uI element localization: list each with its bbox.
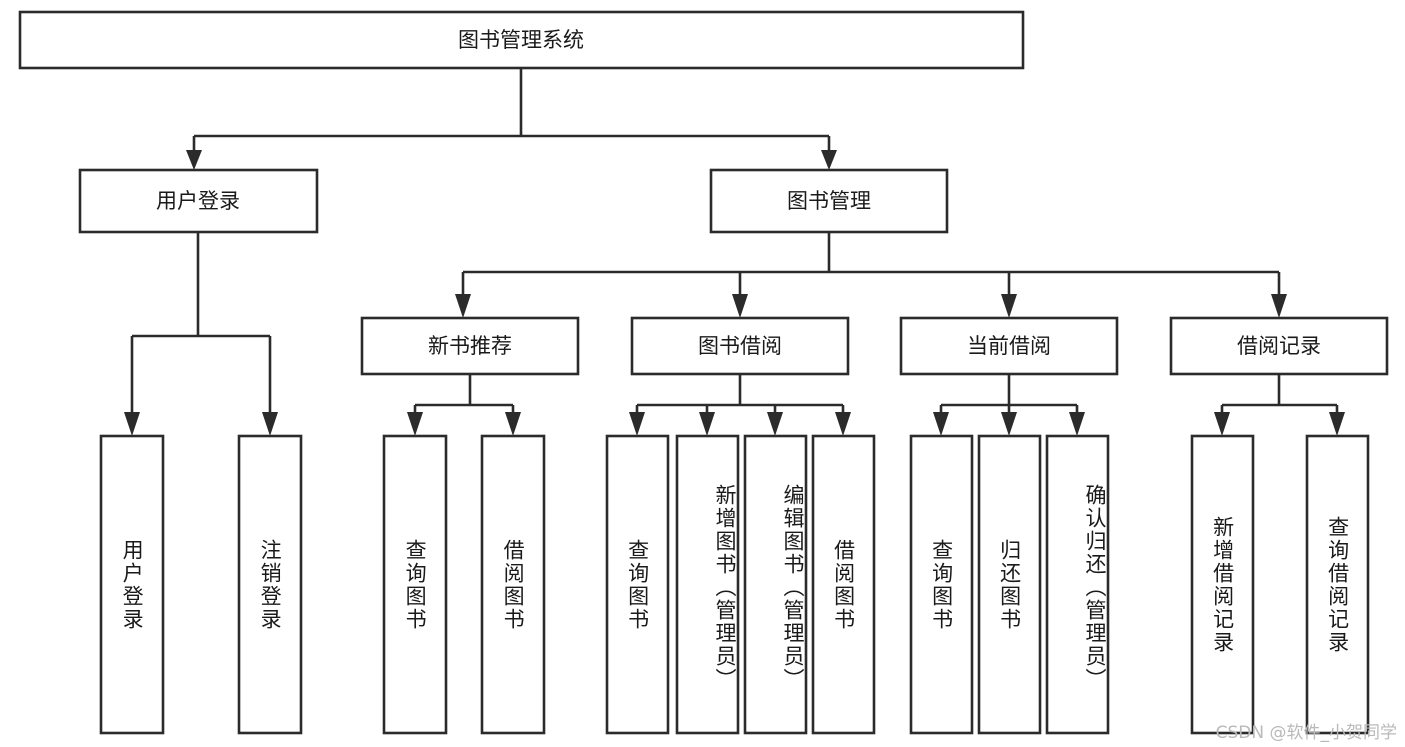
- node-current-label: 当前借阅: [967, 334, 1051, 358]
- node-leaf-borrow-book-2-box[interactable]: [811, 434, 876, 735]
- node-leaf-query-book-1-label: 查询图书: [403, 538, 428, 631]
- arrowhead-current-to-leaf3: [1069, 412, 1085, 436]
- node-leaf-edit-book-box[interactable]: [743, 434, 808, 735]
- node-leaf-query-book-2-box[interactable]: [605, 434, 670, 735]
- arrowhead-bookmgmt-to-record: [1271, 294, 1287, 318]
- arrowhead-newbook-to-leaf2: [505, 412, 521, 436]
- arrowhead-borrow-to-leaf1: [629, 412, 645, 436]
- csdn-watermark: CSDN @软件_小贺同学: [1215, 723, 1397, 743]
- arrowhead-current-to-leaf1: [933, 412, 949, 436]
- arrowhead-borrow-to-leaf3: [767, 412, 783, 436]
- node-leaf-return-book-label: 归还图书: [997, 538, 1022, 631]
- arrowhead-record-to-leaf2: [1329, 412, 1345, 436]
- arrowhead-bookmgmt-to-newbook: [455, 294, 471, 318]
- node-leaf-return-book-box[interactable]: [977, 434, 1042, 735]
- node-leaf-query-record-box[interactable]: [1305, 434, 1370, 735]
- node-leaf-query-book-3-label: 查询图书: [929, 538, 954, 631]
- arrowhead-current-to-leaf2: [1001, 412, 1017, 436]
- node-borrow-box[interactable]: [630, 316, 850, 376]
- node-bookmgmt-label: 图书管理: [787, 189, 871, 213]
- node-leaf-user-logout-label: 注销登录: [258, 538, 283, 631]
- arrowhead-root-to-login: [186, 150, 202, 170]
- node-newbook-label: 新书推荐: [428, 334, 512, 358]
- node-leaf-edit-book-label: 编辑图书（管理员）: [781, 484, 805, 691]
- node-leaf-add-record-label: 新增借阅记录: [1210, 515, 1235, 654]
- node-leaf-borrow-book-2-label: 借阅图书: [831, 538, 856, 631]
- arrowhead-bookmgmt-to-borrow: [732, 294, 748, 318]
- node-login-label: 用户登录: [156, 189, 240, 213]
- node-leaf-add-book-box[interactable]: [675, 434, 740, 735]
- node-leaf-user-logout-box[interactable]: [237, 434, 303, 735]
- node-record-label: 借阅记录: [1237, 334, 1321, 358]
- node-leaf-confirm-return-label: 确认归还（管理员）: [1083, 484, 1107, 691]
- node-leaf-query-book-2-label: 查询图书: [625, 538, 650, 631]
- arrowhead-record-to-leaf1: [1214, 412, 1230, 436]
- node-leaf-borrow-book-1-label: 借阅图书: [501, 538, 526, 631]
- node-root-label: 图书管理系统: [458, 28, 584, 52]
- node-leaf-borrow-book-1-box[interactable]: [480, 434, 546, 735]
- node-current-box[interactable]: [899, 316, 1119, 376]
- node-root-box[interactable]: [18, 10, 1025, 70]
- node-leaf-user-login-box[interactable]: [99, 434, 165, 735]
- arrowhead-borrow-to-leaf2: [699, 412, 715, 436]
- arrowhead-bookmgmt-to-current: [1001, 294, 1017, 318]
- node-leaf-query-book-1-box[interactable]: [382, 434, 448, 735]
- node-borrow-label: 图书借阅: [698, 334, 782, 358]
- node-leaf-user-login-label: 用户登录: [120, 538, 145, 631]
- node-leaf-add-book-label: 新增图书（管理员）: [713, 484, 737, 691]
- node-leaf-query-record-label: 查询借阅记录: [1325, 515, 1350, 654]
- node-newbook-box[interactable]: [360, 316, 580, 376]
- arrowhead-login-to-leaf1: [124, 412, 140, 436]
- arrowhead-login-to-leaf2: [262, 412, 278, 436]
- node-leaf-confirm-return-box[interactable]: [1045, 434, 1110, 735]
- arrowhead-root-to-bookmgmt: [821, 150, 837, 170]
- node-leaf-add-record-box[interactable]: [1190, 434, 1255, 735]
- arrowhead-borrow-to-leaf4: [835, 412, 851, 436]
- node-leaf-query-book-3-box[interactable]: [909, 434, 974, 735]
- arrowhead-newbook-to-leaf1: [407, 412, 423, 436]
